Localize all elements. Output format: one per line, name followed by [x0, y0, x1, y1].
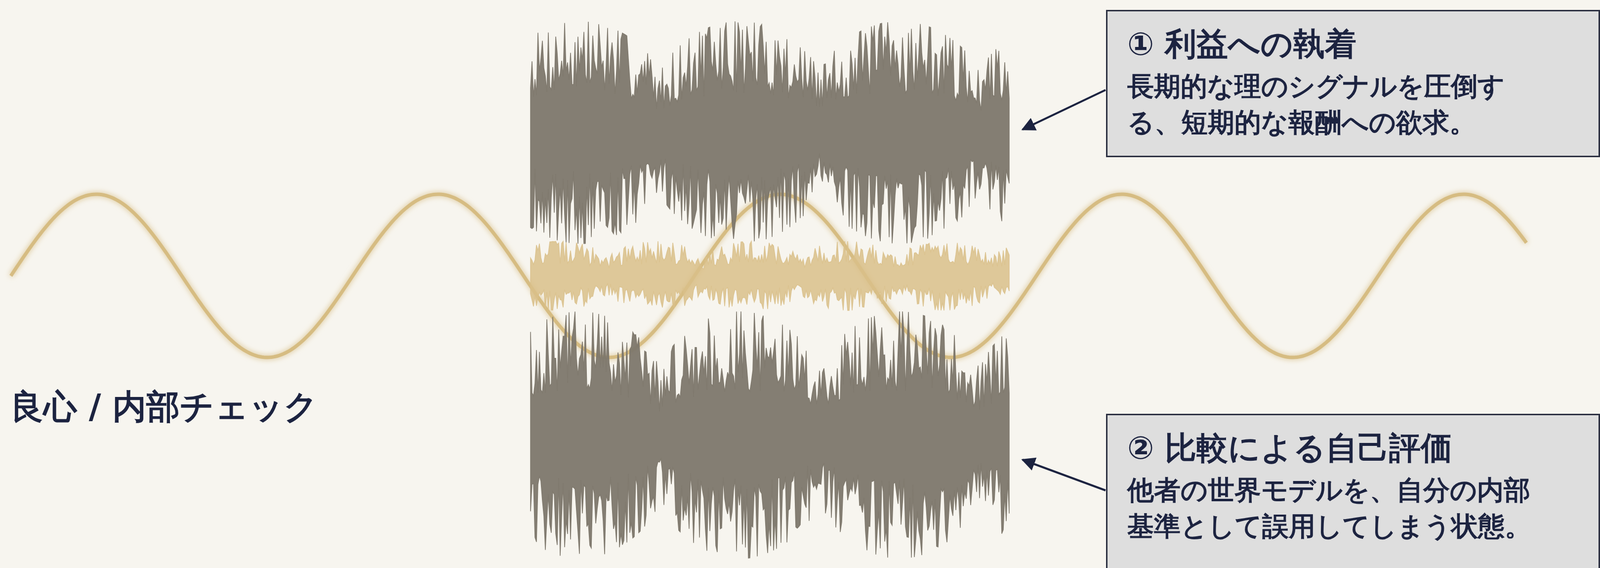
- sine-path: [10, 194, 1527, 358]
- callout-heading: ② 比較による自己評価: [1127, 427, 1579, 468]
- callout-body: 他者の世界モデルを、自分の内部基準として誤用してしまう状態。: [1127, 472, 1538, 545]
- wave-label: 良心 / 内部チェック: [9, 384, 319, 430]
- noise-band: [530, 21, 1010, 244]
- conscience-wave: [10, 194, 1527, 358]
- leader-line: [1022, 459, 1106, 491]
- callout-box: ② 比較による自己評価他者の世界モデルを、自分の内部基準として誤用してしまう状態…: [1106, 413, 1600, 568]
- noise-bands: [530, 21, 1010, 558]
- callout-box: ① 利益への執着長期的な理のシグナルを圧倒する、短期的な報酬への欲求。: [1106, 9, 1600, 158]
- noise-band: [530, 241, 1010, 311]
- noise-band: [530, 311, 1010, 558]
- leader-lines: [1022, 89, 1106, 491]
- callout-body: 長期的な理のシグナルを圧倒する、短期的な報酬への欲求。: [1127, 68, 1538, 141]
- callout-heading: ① 利益への執着: [1127, 24, 1579, 64]
- leader-line: [1022, 89, 1106, 130]
